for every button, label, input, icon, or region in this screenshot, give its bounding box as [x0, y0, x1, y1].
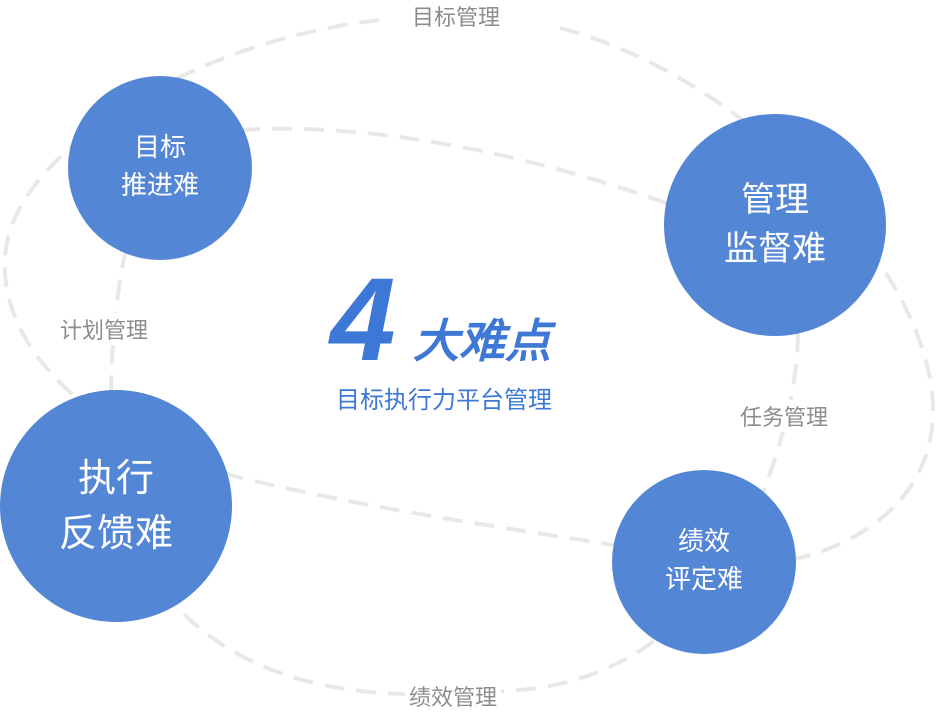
circle-line1: 绩效 [677, 527, 730, 558]
circle-line1: 执行 [77, 455, 154, 500]
circle-line2: 监督难 [724, 229, 826, 269]
circle-line1: 管理 [741, 179, 809, 220]
label-plan-management: 计划管理 [56, 313, 153, 345]
circle-line2: 推进难 [120, 171, 199, 201]
outer-orbit [2, 18, 935, 567]
center-subtitle: 目标执行力平台管理 [336, 386, 552, 414]
circle-goal-progress: 目标 推进难 [68, 76, 252, 260]
circle-performance-evaluation: 绩效 评定难 [612, 470, 796, 654]
circle-line2: 评定难 [664, 565, 743, 595]
label-performance-management: 绩效管理 [405, 680, 502, 712]
center-title: 大难点 [413, 314, 551, 368]
circle-execution-feedback: 执行 反馈难 [0, 390, 232, 622]
circle-line1: 目标 [133, 133, 186, 164]
circle-management-supervision: 管理 监督难 [664, 114, 886, 336]
center-number: 4 [330, 254, 396, 386]
label-goal-management: 目标管理 [408, 0, 505, 32]
label-task-management: 任务管理 [736, 400, 833, 432]
circle-line2: 反馈难 [58, 511, 173, 555]
